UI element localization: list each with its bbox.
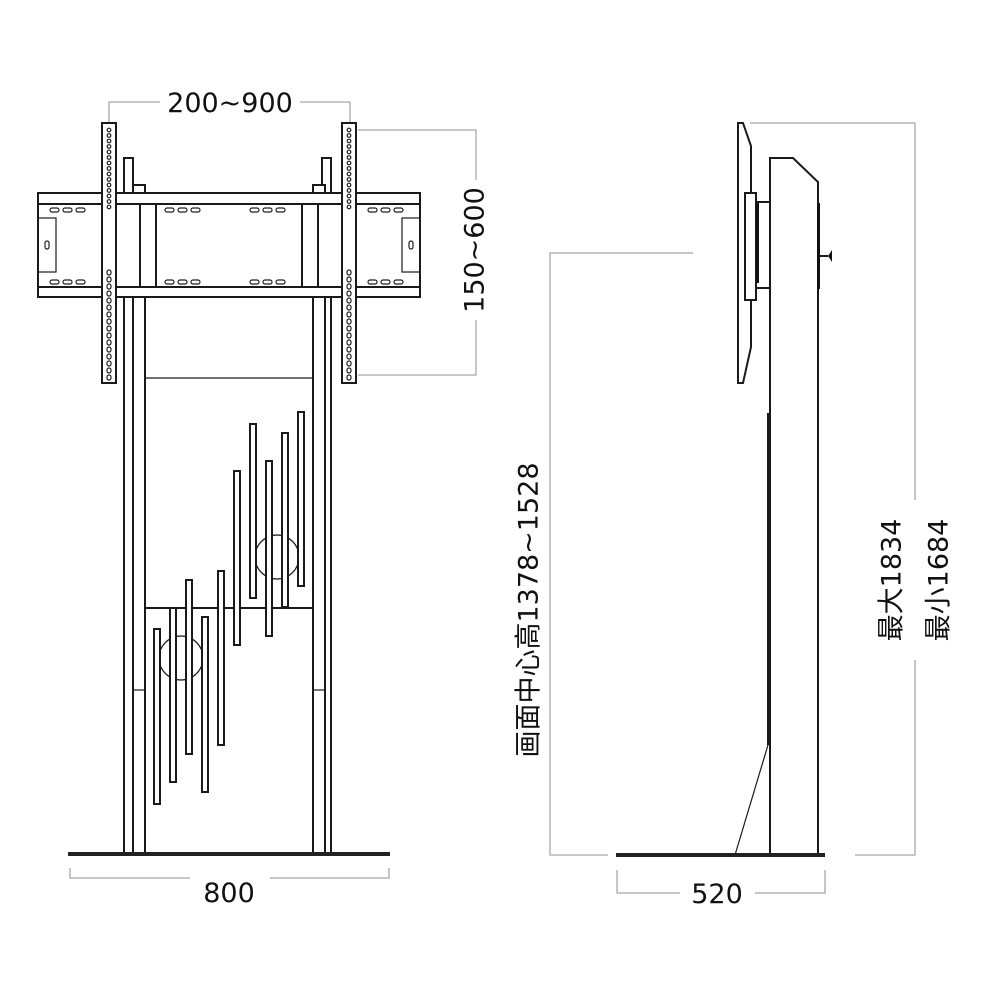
base-width-label: 800	[203, 878, 255, 909]
vesa-height-label: 150~600	[460, 187, 491, 313]
decor-circle	[254, 534, 300, 580]
right-bracket	[341, 122, 357, 384]
vesa-width-label: 200~900	[167, 88, 293, 119]
decor-bar	[217, 570, 225, 746]
min-height-label: 最小1684	[924, 519, 955, 642]
side-view: 画面中心高1378~1528 最大1834 最小1684 520	[514, 122, 955, 910]
decor-bar	[265, 460, 273, 637]
decor-bar	[153, 628, 161, 805]
decor-bar	[233, 470, 241, 646]
center-height-label: 画面中心高1378~1528	[514, 462, 545, 757]
base-depth-dimension: 520	[616, 870, 826, 910]
column-side	[769, 157, 819, 855]
wall-plate	[37, 192, 421, 298]
decor-bar	[249, 423, 257, 599]
center-height-dimension: 画面中心高1378~1528	[514, 252, 693, 856]
decor-circle	[158, 635, 204, 681]
decor-bar	[201, 616, 209, 793]
vesa-height-dimension: 150~600	[358, 129, 491, 376]
decor-bar	[185, 579, 193, 755]
decor-bar	[169, 607, 177, 783]
decor-bar	[297, 411, 305, 587]
decor-bar	[281, 432, 289, 608]
vesa-width-dimension: 200~900	[108, 88, 351, 125]
adjust-knob	[820, 250, 832, 262]
front-view: 200~900 150~600	[37, 88, 491, 909]
mount-bracket-side	[744, 192, 757, 301]
vertical-brackets	[101, 122, 357, 384]
left-bracket	[101, 122, 117, 384]
max-height-label: 最大1834	[877, 519, 908, 642]
side-base	[616, 853, 825, 857]
base-width-dimension: 800	[69, 868, 390, 909]
base-depth-label: 520	[691, 879, 743, 910]
total-height-dimension: 最大1834 最小1684	[750, 122, 955, 856]
decorative-bars	[153, 411, 305, 805]
front-base	[68, 852, 390, 856]
